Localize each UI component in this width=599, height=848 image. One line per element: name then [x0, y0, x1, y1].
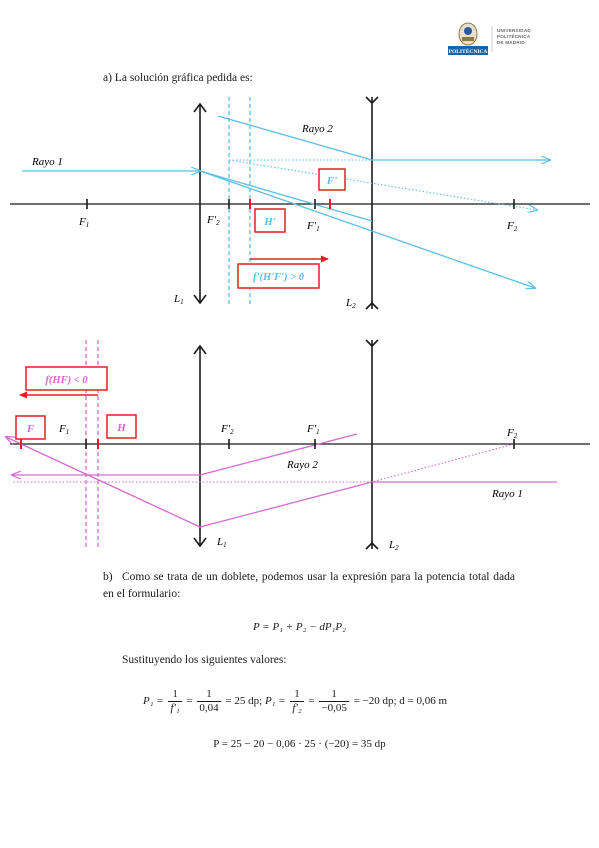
box-h-text-d2: H	[116, 422, 126, 434]
ray-1-exit	[199, 170, 535, 288]
formula-total-power: P = P₁ + P₂ − dP₁P₂	[0, 621, 599, 633]
box-focal-text-d1: f'(H'F') > 0	[253, 272, 305, 283]
frac-4: 1−0,05	[319, 688, 349, 714]
label-f1-d2: F1	[58, 423, 69, 436]
label-ray-1-d2: Rayo 1	[491, 488, 523, 500]
box-focal-d2	[25, 366, 108, 391]
formula-1-text: P = P₁ + P₂ − dP₁P₂	[253, 621, 346, 633]
formula-result: P = 25 − 20 − 0,06 · 25 · (−20) = 35 dp	[0, 738, 599, 750]
section-b-paragraph: b)Como se trata de un doblete, podemos u…	[103, 569, 515, 603]
label-lens2-d2: L2	[388, 539, 399, 552]
label-ray-2-d2: Rayo 2	[286, 459, 318, 471]
box-h-d2	[106, 414, 137, 439]
upm-name: UNIVERSIDAD POLITÉCNICA DE MADRID	[497, 28, 531, 46]
label-ray-2-d1: Rayo 2	[301, 123, 333, 135]
ray-1-dotted-d2	[371, 443, 515, 483]
box-hp-text-d1: H'	[263, 216, 276, 228]
section-b-label: b)	[103, 571, 113, 583]
upm-line-3: DE MADRID	[497, 40, 525, 45]
ray-1-refracted	[199, 170, 373, 222]
section-b-text: Como se trata de un doblete, podemos usa…	[103, 571, 515, 600]
label-lens2-d1: L2	[345, 297, 356, 310]
upm-line-2: POLITÉCNICA	[497, 34, 531, 39]
box-f-text-d2: F	[26, 423, 35, 435]
formula-3-text: P = 25 − 20 − 0,06 · 25 · (−20) = 35 dp	[213, 738, 386, 750]
p1-lhs: P₁ =	[143, 695, 164, 708]
substitute-text: Sustituyendo los siguientes valores:	[122, 654, 287, 666]
lens-2-diverging-d2	[365, 339, 379, 550]
ray-1-refracted-d2	[199, 481, 373, 528]
box-hp-d1	[254, 208, 286, 233]
label-f2-d1: F2	[506, 220, 518, 233]
lens-1-converging-d2	[193, 344, 207, 548]
box-fp-d1	[318, 168, 346, 191]
ray-2-incoming-d2	[199, 433, 358, 476]
ray-dotted-extension	[228, 159, 537, 210]
p2-lhs: P₁ =	[264, 695, 286, 708]
label-f1p-d2: F'1	[306, 423, 320, 436]
box-focal-d1	[237, 263, 320, 289]
label-ray-1-d1: Rayo 1	[31, 156, 63, 168]
upm-line-1: UNIVERSIDAD	[497, 28, 531, 33]
box-fp-text-d1: F'	[326, 175, 337, 187]
box-focal-text-d2: f(HF) < 0	[45, 375, 88, 386]
label-f1-d1: F1	[78, 216, 89, 229]
box-f-d2	[15, 415, 46, 440]
lens-1-converging	[193, 102, 207, 305]
label-lens1-d1: L1	[173, 293, 184, 306]
label-lens1-d2: L1	[216, 536, 227, 549]
label-f2p-d2: F'2	[220, 423, 234, 436]
label-f1p-d1: F'1	[306, 220, 320, 233]
label-f2-d2: F2	[506, 427, 518, 440]
ray-2-incoming	[217, 115, 373, 161]
lens-2-diverging	[365, 96, 379, 310]
label-f2p-d1: F'2	[206, 214, 220, 227]
ray-1-exit-d2	[6, 437, 201, 528]
section-a-heading: a) La solución gráfica pedida es:	[103, 72, 253, 84]
